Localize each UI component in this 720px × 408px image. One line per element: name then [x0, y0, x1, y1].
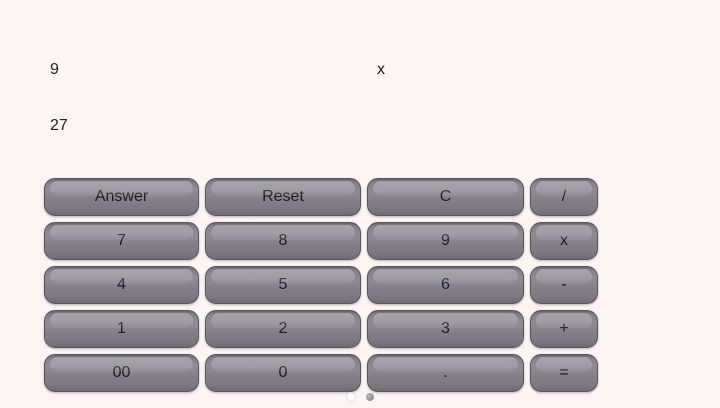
- key-reset[interactable]: Reset: [205, 178, 361, 216]
- display-operator: x: [377, 61, 385, 78]
- key-add[interactable]: +: [530, 310, 598, 348]
- key-8[interactable]: 8: [205, 222, 361, 260]
- key-subtract[interactable]: -: [530, 266, 598, 304]
- pager-dots: [346, 392, 374, 402]
- keypad-row: 00 0 . =: [44, 354, 598, 392]
- key-4[interactable]: 4: [44, 266, 199, 304]
- pager-dot-active-icon: [346, 392, 356, 402]
- key-1[interactable]: 1: [44, 310, 199, 348]
- key-2[interactable]: 2: [205, 310, 361, 348]
- display-operand: 9: [50, 61, 59, 78]
- key-7[interactable]: 7: [44, 222, 199, 260]
- key-6[interactable]: 6: [367, 266, 524, 304]
- display-result: 27: [50, 117, 68, 134]
- pager-dot-inactive-icon: [366, 393, 374, 401]
- key-9[interactable]: 9: [367, 222, 524, 260]
- keypad-row: 1 2 3 +: [44, 310, 598, 348]
- keypad-row: 7 8 9 x: [44, 222, 598, 260]
- key-decimal[interactable]: .: [367, 354, 524, 392]
- key-equals[interactable]: =: [530, 354, 598, 392]
- key-answer[interactable]: Answer: [44, 178, 199, 216]
- keypad-row: 4 5 6 -: [44, 266, 598, 304]
- key-0[interactable]: 0: [205, 354, 361, 392]
- key-3[interactable]: 3: [367, 310, 524, 348]
- key-clear[interactable]: C: [367, 178, 524, 216]
- key-5[interactable]: 5: [205, 266, 361, 304]
- keypad: Answer Reset C / 7 8 9 x 4 5 6 - 1 2 3 +…: [44, 178, 598, 392]
- keypad-row: Answer Reset C /: [44, 178, 598, 216]
- key-divide[interactable]: /: [530, 178, 598, 216]
- key-multiply[interactable]: x: [530, 222, 598, 260]
- key-double-zero[interactable]: 00: [44, 354, 199, 392]
